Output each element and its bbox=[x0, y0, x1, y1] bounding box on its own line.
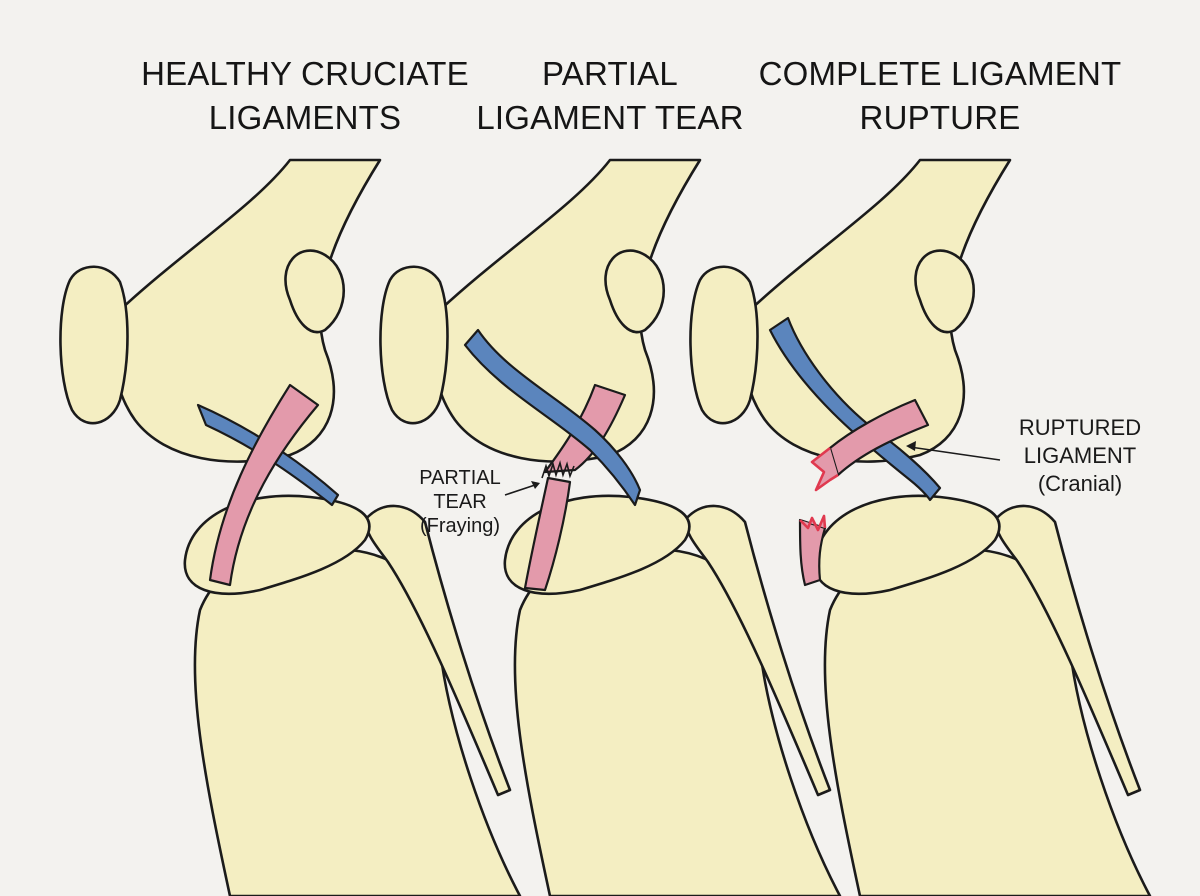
partial-tear-callout: PARTIAL TEAR (Fraying) bbox=[400, 466, 520, 538]
title-line: RUPTURE bbox=[859, 99, 1021, 136]
callout-line: LIGAMENT bbox=[1023, 443, 1137, 468]
ruptured-ligament-callout: RUPTURED LIGAMENT (Cranial) bbox=[1000, 414, 1160, 498]
partial-tear-knee-illustration bbox=[379, 158, 842, 896]
title-line: PARTIAL bbox=[542, 55, 678, 92]
lower-tear-edge bbox=[799, 514, 827, 532]
upper-tear-edge bbox=[810, 446, 839, 492]
callout-line: RUPTURED bbox=[1018, 415, 1142, 440]
complete-rupture-knee-illustration bbox=[689, 158, 1152, 896]
callout-line: (Fraying) bbox=[419, 515, 500, 537]
panel-title-healthy: HEALTHY CRUCIATE LIGAMENTS bbox=[105, 52, 505, 140]
panel-title-complete: COMPLETE LIGAMENT RUPTURE bbox=[720, 52, 1160, 140]
title-line: COMPLETE LIGAMENT bbox=[758, 55, 1122, 92]
panel-title-partial: PARTIAL LIGAMENT TEAR bbox=[420, 52, 800, 140]
title-line: LIGAMENT TEAR bbox=[476, 99, 744, 136]
callout-line: TEAR bbox=[433, 491, 487, 513]
healthy-knee-illustration bbox=[59, 158, 522, 896]
fraying-marks bbox=[541, 460, 575, 479]
title-line: HEALTHY CRUCIATE bbox=[141, 55, 469, 92]
callout-line: (Cranial) bbox=[1037, 471, 1123, 496]
callout-line: PARTIAL bbox=[419, 467, 501, 489]
title-line: LIGAMENTS bbox=[208, 99, 402, 136]
